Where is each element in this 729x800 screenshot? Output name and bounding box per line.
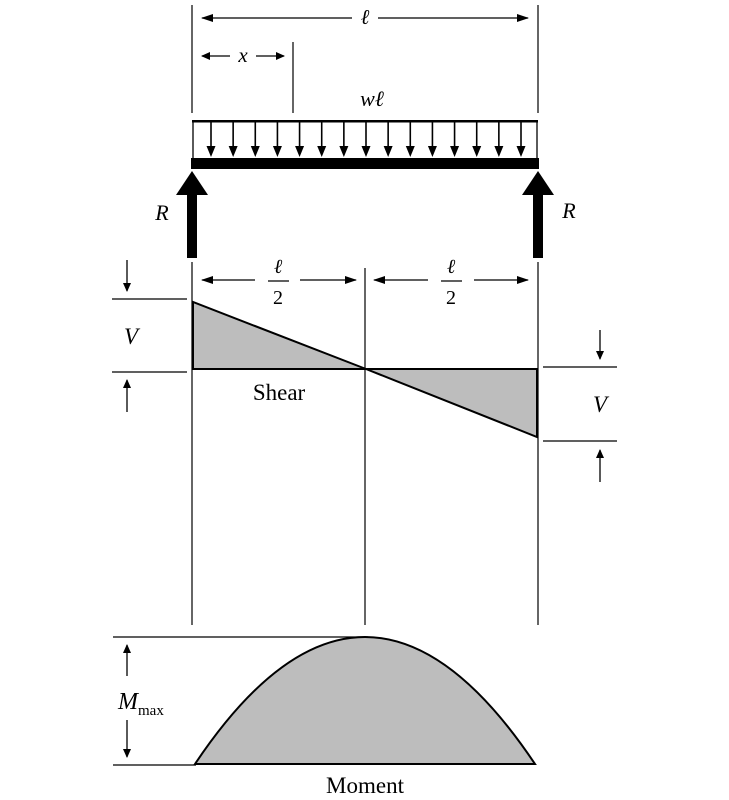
distributed-load — [192, 120, 538, 159]
left-reaction: R — [154, 171, 208, 258]
load-arrow-head — [383, 146, 393, 157]
load-arrow-head — [427, 146, 437, 157]
load-arrow-head — [206, 146, 216, 157]
load-arrow-head — [295, 146, 305, 157]
right-reaction-shaft — [533, 194, 543, 258]
right-reaction-arrowhead — [522, 171, 554, 195]
right-half-numerator: ℓ — [447, 256, 456, 278]
shear-right-v-label: V — [593, 392, 610, 417]
load-arrow-head — [272, 146, 282, 157]
load-arrows — [206, 122, 526, 157]
moment-diagram: Mmax Moment — [113, 636, 537, 798]
moment-parabola — [193, 636, 537, 765]
x-label: x — [237, 43, 248, 67]
right-half-dimension: ℓ 2 — [373, 256, 529, 309]
shear-negative-region — [365, 368, 538, 439]
load-arrow-head — [339, 146, 349, 157]
x-dimension: x — [201, 43, 285, 67]
left-half-numerator: ℓ — [274, 256, 283, 278]
shear-diagram: V V Shear — [112, 260, 617, 482]
right-reaction: R — [522, 171, 576, 258]
right-half-denominator: 2 — [446, 287, 456, 309]
left-reaction-arrowhead — [176, 171, 208, 195]
left-half-dimension: ℓ 2 — [201, 256, 357, 309]
load-arrow-head — [472, 146, 482, 157]
shear-title: Shear — [253, 380, 306, 405]
load-arrow-head — [250, 146, 260, 157]
load-arrow-head — [516, 146, 526, 157]
moment-title: Moment — [326, 773, 405, 798]
left-half-denominator: 2 — [273, 287, 283, 309]
mmax-label: Mmax — [117, 689, 164, 719]
load-label: wℓ — [360, 86, 385, 111]
load-arrow-head — [317, 146, 327, 157]
shear-positive-region — [192, 300, 367, 370]
shear-left-v-label: V — [124, 324, 141, 349]
load-arrow-head — [361, 146, 371, 157]
span-label: ℓ — [361, 5, 370, 29]
beam — [191, 158, 539, 169]
left-reaction-shaft — [187, 194, 197, 258]
left-reaction-label: R — [154, 200, 169, 225]
span-dimension: ℓ — [201, 5, 529, 29]
load-arrow-head — [228, 146, 238, 157]
right-reaction-label: R — [561, 198, 576, 223]
load-arrow-head — [450, 146, 460, 157]
load-top-line — [192, 120, 538, 123]
load-arrow-head — [494, 146, 504, 157]
load-arrow-head — [405, 146, 415, 157]
